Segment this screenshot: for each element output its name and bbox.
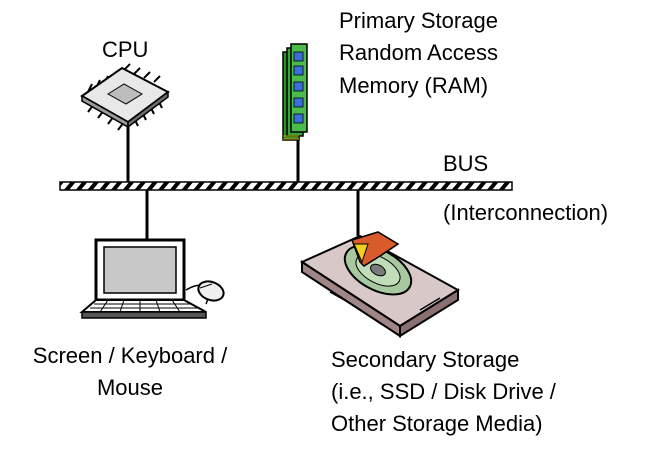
interconnection-label: (Interconnection) [443, 200, 609, 225]
bus-label: BUS [443, 151, 489, 176]
secondary-storage-label-line-3: Other Storage Media) [331, 411, 543, 436]
cpu-label: CPU [102, 37, 149, 62]
secondary-storage-label-line-1: Secondary Storage [331, 347, 520, 372]
mouse-icon [185, 280, 225, 305]
bus-bar [59, 181, 513, 191]
io-label-line-1: Screen / Keyboard / [32, 343, 228, 368]
ram-label-line-2: Random Access [339, 40, 498, 65]
hard-disk-icon [299, 231, 460, 338]
ram-module-icon [282, 43, 308, 141]
laptop-icon [79, 238, 207, 319]
io-label-line-2: Mouse [96, 375, 164, 400]
cpu-chip-icon [80, 63, 170, 131]
secondary-storage-label-line-2: (i.e., SSD / Disk Drive / [331, 379, 556, 404]
ram-label-line-1: Primary Storage [339, 8, 498, 33]
ram-label-line-3: Memory (RAM) [339, 73, 489, 98]
